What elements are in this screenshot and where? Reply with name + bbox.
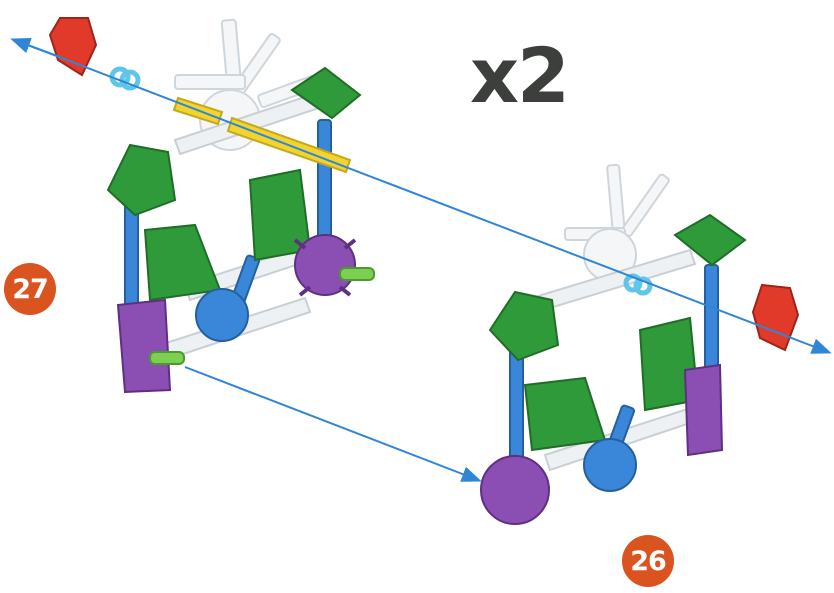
left-green-connectors xyxy=(106,66,362,302)
left-red-connector xyxy=(48,17,98,77)
top-axis-arrow-back xyxy=(10,38,61,58)
right-green-connectors xyxy=(488,213,747,452)
peg-insert-arrow xyxy=(184,366,482,482)
right-blue-connector xyxy=(583,438,637,492)
left-assembly xyxy=(48,17,375,394)
top-axis-arrow xyxy=(19,41,832,354)
left-purple-connectors xyxy=(116,234,357,394)
right-assembly xyxy=(480,163,800,525)
right-cyan-spacer xyxy=(623,273,653,296)
quantity-multiplier: x2 xyxy=(470,31,570,120)
step-number-badge: 26 xyxy=(622,535,674,587)
right-red-connector xyxy=(751,283,800,352)
step-number-badge: 27 xyxy=(4,263,56,315)
right-purple-connectors xyxy=(480,363,724,525)
left-green-pegs xyxy=(149,267,375,365)
left-blue-connector xyxy=(195,288,249,342)
